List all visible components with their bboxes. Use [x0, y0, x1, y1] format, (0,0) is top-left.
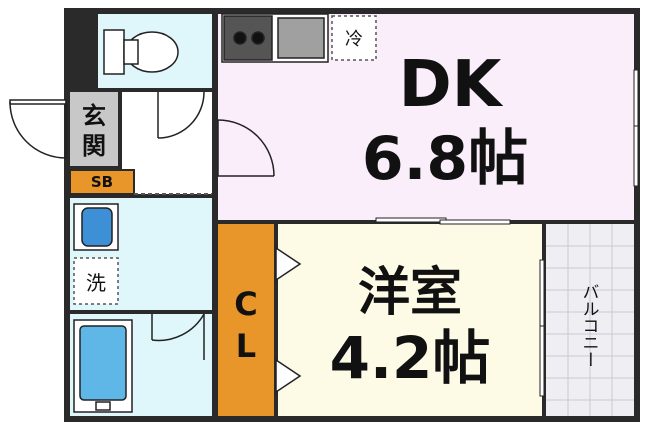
kitchen-counter	[221, 13, 329, 63]
western-name: 洋室	[357, 262, 462, 323]
balcony-grid	[546, 224, 634, 416]
balcony-label: バルコニー	[578, 282, 599, 368]
closet-label-2: L	[235, 327, 257, 365]
sliding-doors	[375, 217, 511, 225]
bathroom-door	[151, 313, 205, 360]
left-strip	[64, 14, 98, 88]
fridge-space	[331, 15, 377, 61]
toilet-fixture	[103, 29, 179, 75]
bathtub	[73, 319, 133, 413]
western-window	[539, 259, 545, 397]
washer-label: 洗	[86, 270, 106, 295]
dk-size: 6.8帖	[361, 123, 529, 194]
closet-doors	[275, 246, 302, 394]
genkan-label-2: 関	[82, 131, 106, 160]
wash-basin	[73, 203, 119, 251]
dk-window	[633, 69, 639, 187]
fridge-label: 冷	[345, 29, 363, 50]
closet-label-1: C	[234, 285, 258, 323]
western-size: 4.2帖	[329, 324, 491, 392]
western-floor	[278, 224, 542, 416]
hallway-floor	[122, 92, 212, 194]
genkan-label-1: 玄	[82, 101, 106, 130]
dk-name: DK	[398, 48, 502, 122]
entrance-door	[9, 99, 67, 159]
closet-floor	[218, 224, 274, 416]
shoebox-label: SB	[90, 173, 114, 191]
hallway-doors	[157, 91, 275, 177]
washer-space	[73, 257, 119, 305]
genkan-floor	[70, 92, 118, 166]
